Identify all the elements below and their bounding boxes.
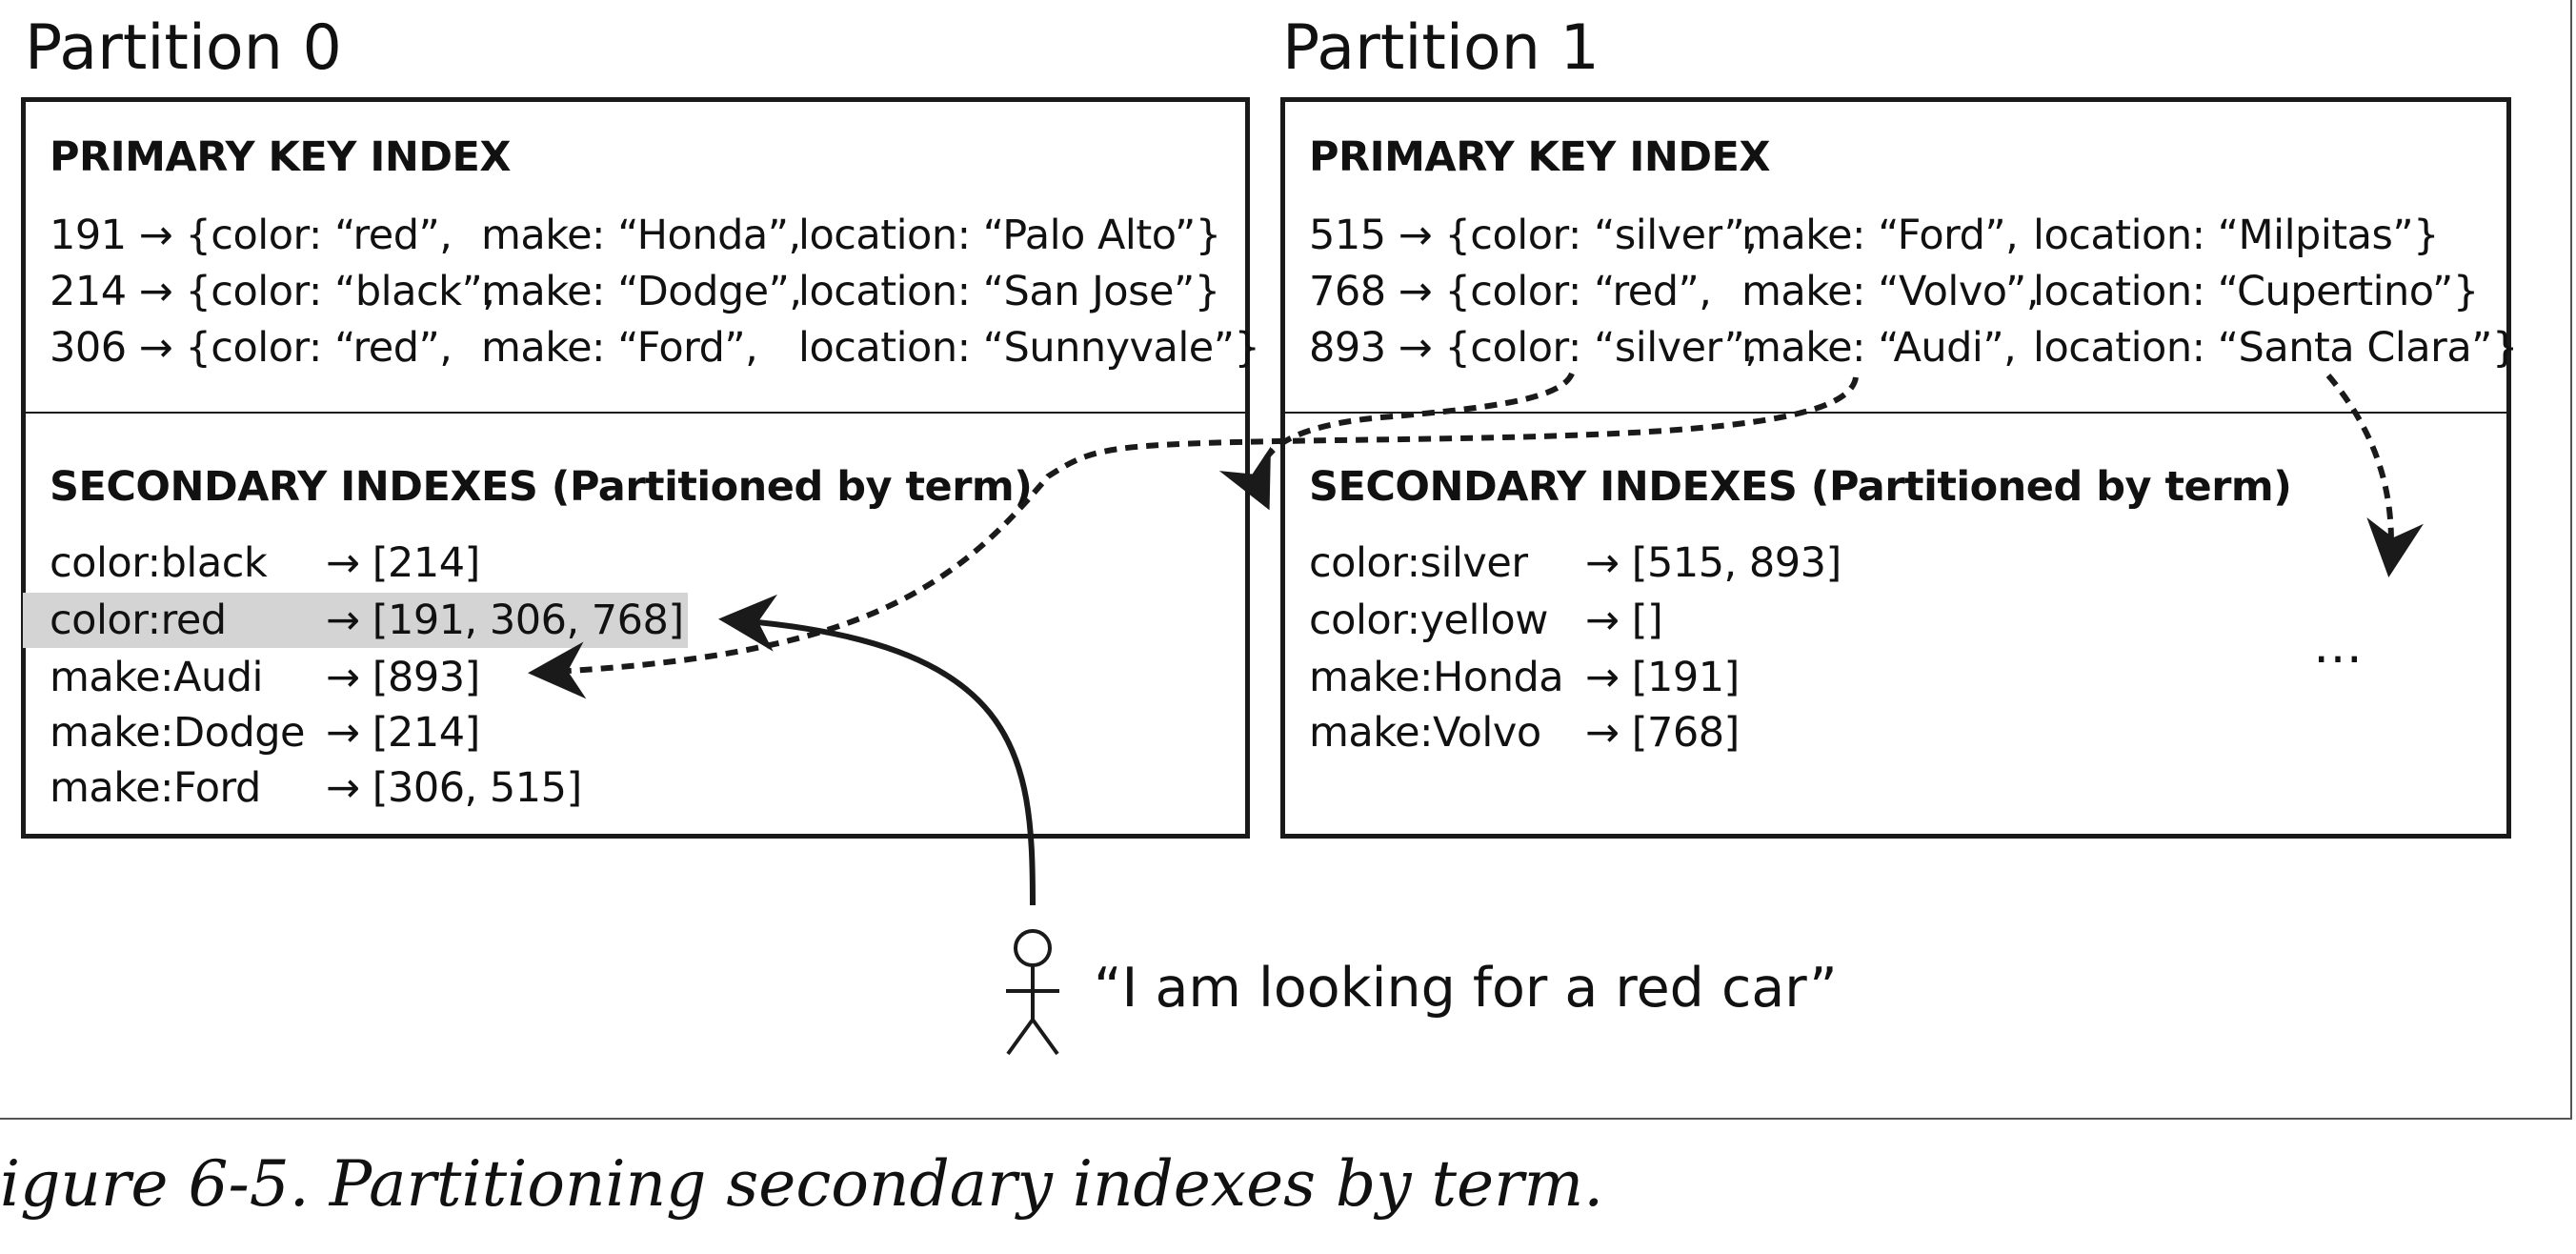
p0-primary-row-2-make: make: “Dodge”, xyxy=(481,268,802,315)
p0-primary-row-3-key: 306 → {color: “red”, xyxy=(50,324,453,372)
p1-primary-row-2-key: 768 → {color: “red”, xyxy=(1309,268,1712,315)
partition-1-title: Partition 1 xyxy=(1282,12,1600,84)
p1-secondary-row-4-term: make:Volvo xyxy=(1309,709,1541,757)
p0-secondary-row-1-ids: → [214] xyxy=(326,539,480,587)
partition-0-primary-heading: PRIMARY KEY INDEX xyxy=(50,133,512,181)
p0-secondary-row-2-term: color:red xyxy=(50,597,227,644)
p1-primary-row-1-location: location: “Milpitas”} xyxy=(2033,212,2440,259)
p0-secondary-row-1-term: color:black xyxy=(50,539,268,587)
user-figure-icon xyxy=(1006,929,1059,1056)
arrow-location-to-other-partition xyxy=(2325,374,2424,577)
p0-primary-row-2-location: location: “San Jose”} xyxy=(798,268,1220,315)
figure-caption: igure 6-5. Partitioning secondary indexe… xyxy=(0,1147,1604,1221)
p1-secondary-row-2-ids: → [] xyxy=(1585,597,1663,644)
p1-secondary-row-3-term: make:Honda xyxy=(1309,654,1564,701)
p1-primary-row-3-make: make: “Audi”, xyxy=(1741,324,2017,372)
partition-1-divider xyxy=(1282,412,2509,414)
p0-secondary-row-2-ids: → [191, 306, 768] xyxy=(326,597,684,644)
p0-secondary-row-5-term: make:Ford xyxy=(50,764,261,812)
p1-primary-row-1-make: make: “Ford”, xyxy=(1741,212,2019,259)
p0-primary-row-3-make: make: “Ford”, xyxy=(481,324,758,372)
figure-frame-bottom-edge xyxy=(0,1118,2572,1120)
partition-0-title: Partition 0 xyxy=(25,12,342,84)
partition-1-secondary-heading: SECONDARY INDEXES (Partitioned by term) xyxy=(1309,463,2292,511)
p0-secondary-row-3-ids: → [893] xyxy=(326,654,480,701)
p0-secondary-row-4-term: make:Dodge xyxy=(50,709,306,757)
partition-0-divider xyxy=(23,412,1248,414)
p1-ellipsis: … xyxy=(2313,617,2363,675)
arrow-silver-to-color-silver xyxy=(1218,372,1575,511)
partition-1-panel xyxy=(1280,97,2511,839)
p0-primary-row-2-key: 214 → {color: “black”, xyxy=(50,268,495,315)
p0-primary-row-3-location: location: “Sunnyvale”} xyxy=(798,324,1260,372)
p1-secondary-row-1-ids: → [515, 893] xyxy=(1585,539,1841,587)
arrow-query-to-color-red xyxy=(718,594,1036,906)
p0-secondary-row-4-ids: → [214] xyxy=(326,709,480,757)
p1-primary-row-3-location: location: “Santa Clara”} xyxy=(2033,324,2518,372)
p1-primary-row-2-location: location: “Cupertino”} xyxy=(2033,268,2479,315)
p0-primary-row-1-key: 191 → {color: “red”, xyxy=(50,212,453,259)
arrow-audi-to-make-audi xyxy=(528,376,1859,699)
p1-secondary-row-2-term: color:yellow xyxy=(1309,597,1548,644)
partition-0-secondary-heading: SECONDARY INDEXES (Partitioned by term) xyxy=(50,463,1033,511)
p1-primary-row-3-key: 893 → {color: “silver”, xyxy=(1309,324,1758,372)
p1-primary-row-2-make: make: “Volvo”, xyxy=(1741,268,2040,315)
client-query-text: “I am looking for a red car” xyxy=(1094,957,1838,1020)
partition-1-primary-heading: PRIMARY KEY INDEX xyxy=(1309,133,1771,181)
p0-primary-row-1-make: make: “Honda”, xyxy=(481,212,801,259)
p1-secondary-row-1-term: color:silver xyxy=(1309,539,1528,587)
figure-frame-right-edge xyxy=(2570,0,2572,1120)
color-red-highlight xyxy=(23,593,688,648)
p1-secondary-row-4-ids: → [768] xyxy=(1585,709,1740,757)
p0-primary-row-1-location: location: “Palo Alto”} xyxy=(798,212,1221,259)
p1-primary-row-1-key: 515 → {color: “silver”, xyxy=(1309,212,1758,259)
p1-secondary-row-3-ids: → [191] xyxy=(1585,654,1740,701)
p0-secondary-row-3-term: make:Audi xyxy=(50,654,263,701)
p0-secondary-row-5-ids: → [306, 515] xyxy=(326,764,582,812)
